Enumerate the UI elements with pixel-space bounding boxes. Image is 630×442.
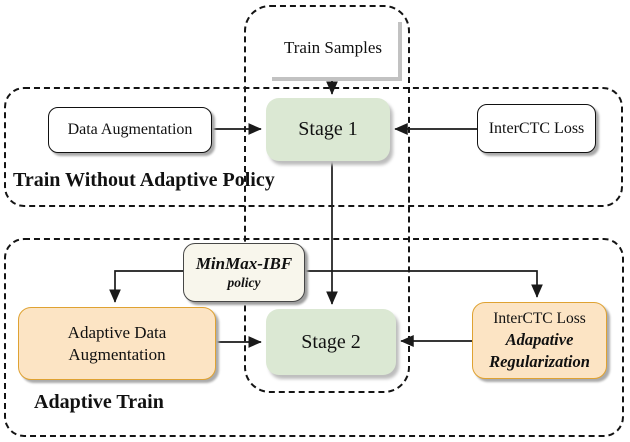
stage2-label: Stage 2 — [301, 330, 361, 353]
pipeline-dashed-container — [244, 5, 410, 393]
regularization-label: Regularization — [489, 351, 590, 371]
interctc-loss2-label: InterCTC Loss — [493, 309, 586, 327]
minmax-ibf-label: MinMax-IBF — [195, 254, 293, 274]
train-without-adaptive-policy-section — [4, 87, 623, 207]
train-samples-label: Train Samples — [283, 37, 383, 57]
adaptive-data-label: Adaptive Data — [67, 323, 167, 343]
stage2-node: Stage 2 — [266, 309, 396, 375]
adaptive-train-label: Adaptive Train — [34, 391, 164, 413]
data-augmentation-node: Data Augmentation — [48, 107, 212, 153]
policy-label: policy — [227, 274, 261, 290]
train-without-adaptive-policy-label: Train Without Adaptive Policy — [13, 169, 275, 191]
interctc-adaptive-regularization-node: InterCTC Loss Adapative Regularization — [472, 302, 607, 379]
train-samples-node: Train Samples — [268, 18, 398, 77]
adapative-label: Adapative — [505, 330, 574, 350]
stage1-node: Stage 1 — [266, 98, 390, 161]
augmentation-label: Augmentation — [68, 344, 166, 364]
minmax-ibf-policy-node: MinMax-IBF policy — [183, 243, 305, 302]
interctc-loss-node: InterCTC Loss — [477, 104, 596, 153]
stage1-label: Stage 1 — [298, 118, 358, 140]
adaptive-train-section — [4, 238, 624, 437]
data-augmentation-label: Data Augmentation — [67, 121, 193, 138]
interctc-loss-label: InterCTC Loss — [488, 119, 585, 137]
adaptive-data-augmentation-node: Adaptive Data Augmentation — [18, 307, 216, 380]
